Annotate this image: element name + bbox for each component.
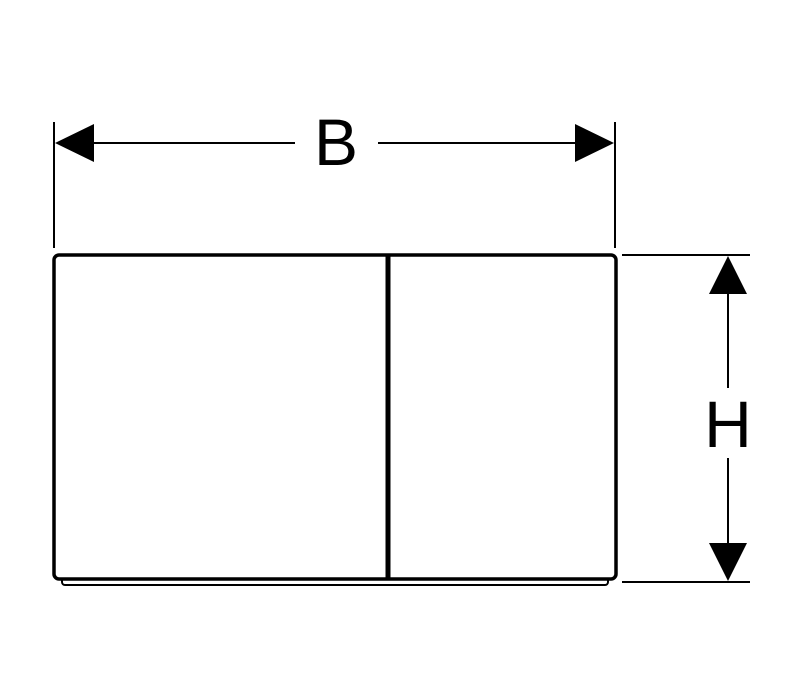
height-dimension: H	[622, 254, 752, 583]
plate	[52, 253, 618, 586]
width-arrowhead-right	[575, 124, 614, 162]
width-dimension: B	[53, 105, 616, 248]
width-arrowhead-left	[55, 124, 94, 162]
height-arrowhead-top	[709, 256, 747, 294]
plate-outline	[52, 253, 618, 581]
height-arrowhead-bottom	[709, 543, 747, 581]
width-label: B	[314, 105, 358, 179]
height-label: H	[704, 387, 752, 461]
